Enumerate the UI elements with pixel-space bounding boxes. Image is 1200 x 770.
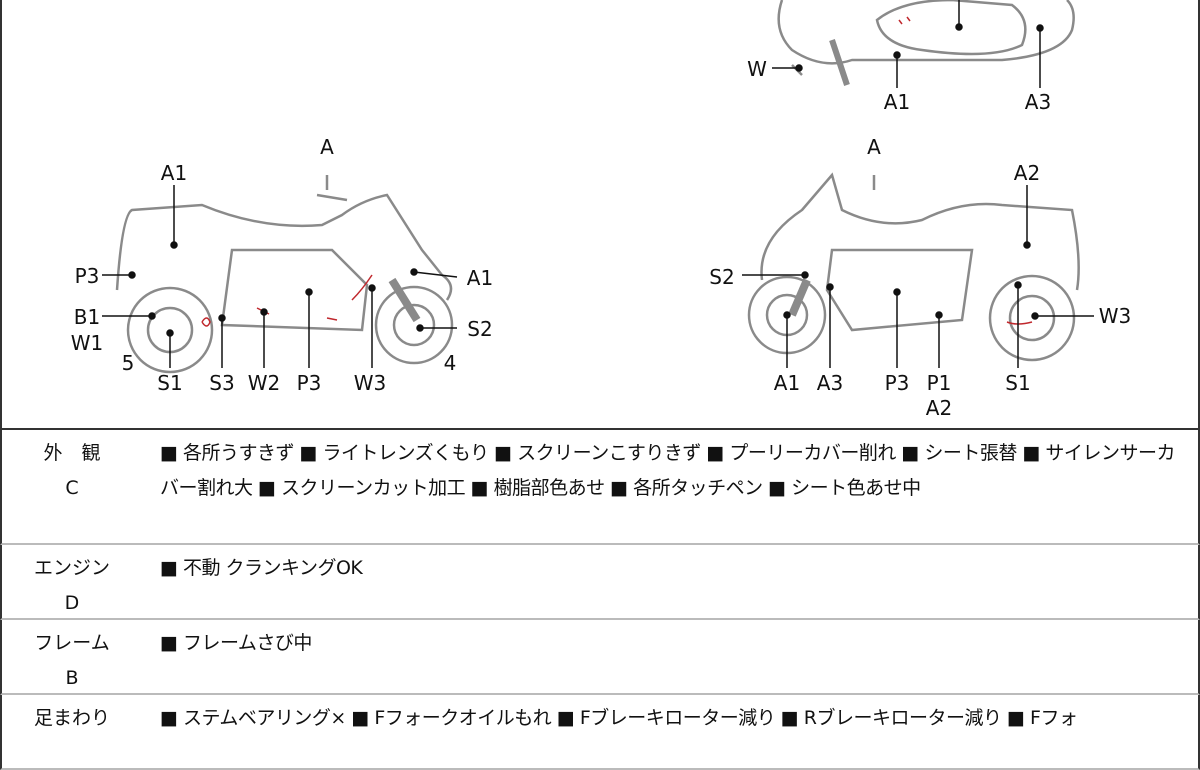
row-label: 足まわり [2, 701, 142, 736]
row-notes: ■ 各所うすきず ■ ライトレンズくもり ■ スクリーンこすりきず ■ プーリー… [160, 442, 1175, 499]
leader-lines [102, 0, 1094, 368]
label-top-a1: A1 [884, 90, 910, 114]
category-grade: C [65, 477, 79, 499]
label-left-a1-front: A1 [467, 266, 493, 290]
inspection-diagram: W A1 A3 A1 A P3 A1 B1 W1 S2 5 4 S1 S3 W2… [0, 0, 1200, 430]
row-engine: エンジン D ■ 不動 クランキングOK [0, 545, 1200, 620]
label-left-5: 5 [122, 351, 135, 375]
label-left-w1: W1 [71, 331, 104, 355]
label-left-4: 4 [444, 351, 457, 375]
label-left-a1: A1 [161, 161, 187, 185]
label-right-a1: A1 [774, 371, 800, 395]
scooter-right-view [747, 172, 1080, 362]
label-left-b1: B1 [74, 305, 100, 329]
row-frame: フレーム B ■ フレームさび中 [0, 620, 1200, 695]
scooter-top-view [777, 0, 1075, 86]
label-left-a: A [320, 135, 334, 159]
label-right-p1: P1 [927, 371, 952, 395]
category-name: 外 観 [43, 442, 101, 464]
row-notes: ■ フレームさび中 [160, 632, 312, 654]
label-right-p3: P3 [885, 371, 910, 395]
row-label: エンジン D [2, 551, 142, 621]
category-name: エンジン [33, 557, 110, 579]
row-notes: ■ ステムベアリング× ■ Fフォークオイルもれ ■ Fブレーキローター減り ■… [160, 707, 1078, 729]
label-left-w3: W3 [354, 371, 387, 395]
row-label: 外 観 C [2, 436, 142, 506]
scooter-diagrams: W A1 A3 A1 A P3 A1 B1 W1 S2 5 4 S1 S3 W2… [71, 0, 1132, 420]
label-left-s1: S1 [157, 371, 182, 395]
label-top-a3: A3 [1025, 90, 1051, 114]
diagram-labels: W A1 A3 A1 A P3 A1 B1 W1 S2 5 4 S1 S3 W2… [71, 57, 1132, 420]
row-notes: ■ 不動 クランキングOK [160, 557, 363, 579]
label-left-w2: W2 [248, 371, 281, 395]
category-grade: D [64, 592, 80, 614]
label-right-a3: A3 [817, 371, 843, 395]
label-right-s1: S1 [1005, 371, 1030, 395]
row-label: フレーム B [2, 626, 142, 696]
label-right-a: A [867, 135, 881, 159]
damage-marks [201, 16, 1033, 327]
label-left-s2: S2 [467, 317, 492, 341]
category-name: フレーム [34, 632, 110, 654]
label-left-p3-bottom: P3 [297, 371, 322, 395]
label-left-p3: P3 [75, 264, 100, 288]
row-suspension: 足まわり ■ ステムベアリング× ■ Fフォークオイルもれ ■ Fブレーキロータ… [0, 695, 1200, 770]
label-right-a2: A2 [1014, 161, 1040, 185]
label-left-s3: S3 [209, 371, 234, 395]
row-exterior: 外 観 C ■ 各所うすきず ■ ライトレンズくもり ■ スクリーンこすりきず ■… [0, 430, 1200, 545]
label-right-a2-bottom: A2 [926, 396, 952, 420]
label-right-w3: W3 [1099, 304, 1132, 328]
category-name: 足まわり [33, 707, 110, 729]
scooter-left-view [115, 175, 454, 374]
label-top-w: W [747, 57, 767, 81]
label-right-s2: S2 [709, 265, 734, 289]
category-grade: B [65, 667, 79, 689]
